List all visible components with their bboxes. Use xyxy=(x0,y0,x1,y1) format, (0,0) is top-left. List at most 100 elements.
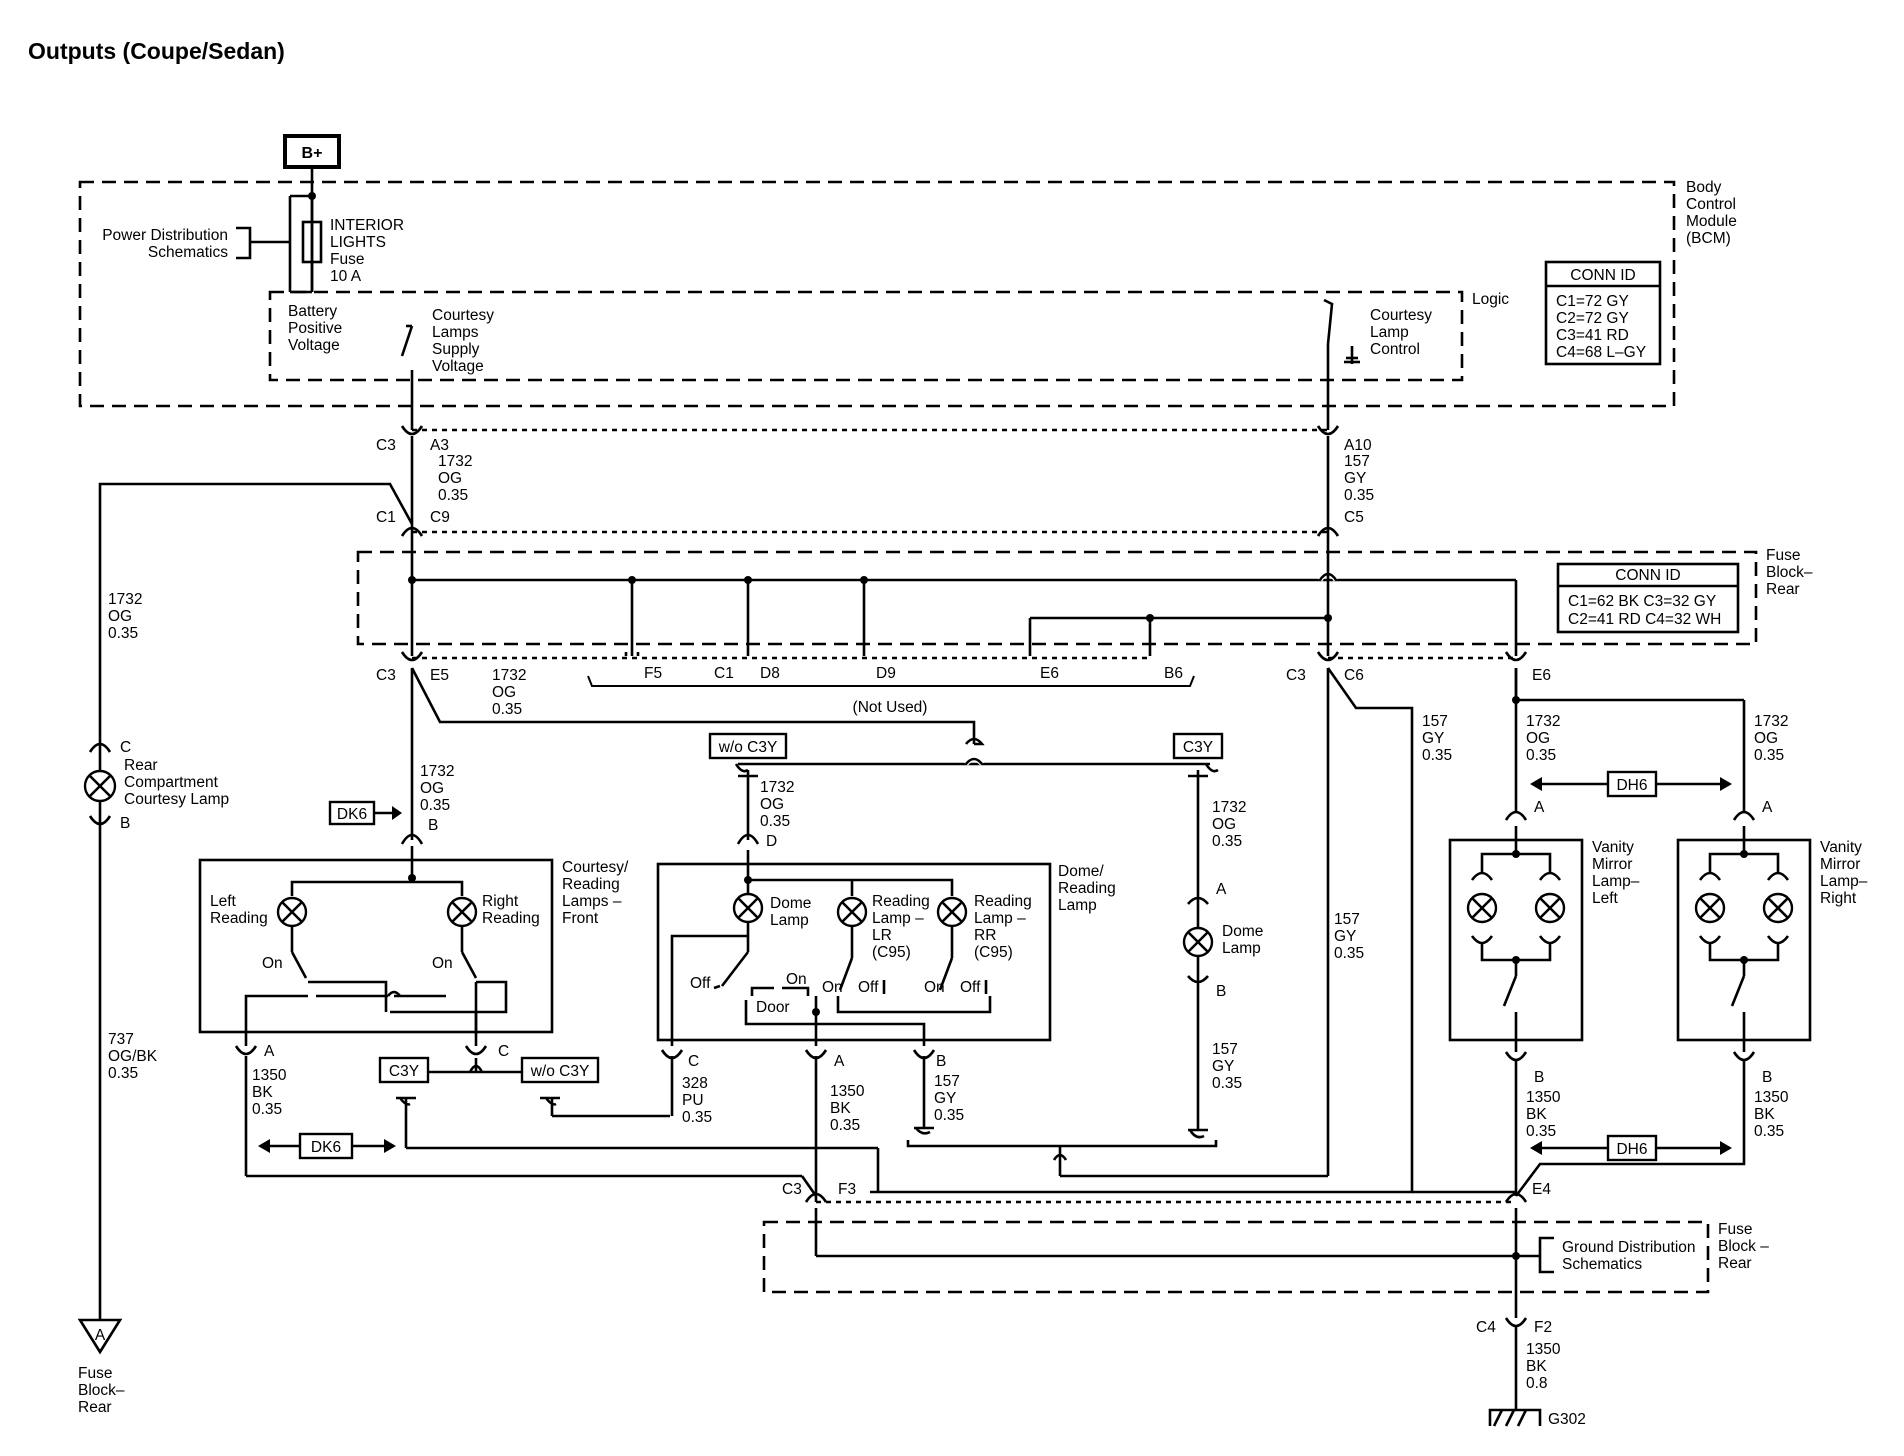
vanity-right-lamp-2 xyxy=(1762,892,1794,924)
c3y-ref-front: C3Y xyxy=(378,1056,430,1084)
svg-text:B+: B+ xyxy=(302,145,323,162)
logic-label: Logic xyxy=(1472,291,1509,308)
svg-text:DK6: DK6 xyxy=(311,1139,341,1156)
svg-text:C: C xyxy=(498,1043,509,1060)
svg-text:C1=62 BK C3=32 GY: C1=62 BK C3=32 GY xyxy=(1568,593,1716,610)
battery-positive-terminal: B+ xyxy=(283,134,341,169)
bcm-conn-id-table: CONN ID C1=72 GY C2=72 GY C3=41 RD C4=68… xyxy=(1544,260,1662,366)
svg-text:DK6: DK6 xyxy=(337,806,367,823)
svg-text:C3Y: C3Y xyxy=(1183,739,1213,756)
left-reading-lamp xyxy=(276,896,308,928)
svg-text:C3: C3 xyxy=(376,667,396,684)
svg-text:C1: C1 xyxy=(714,665,734,682)
svg-text:F2: F2 xyxy=(1534,1319,1552,1336)
svg-text:C: C xyxy=(120,739,131,756)
svg-text:E5: E5 xyxy=(430,667,449,684)
svg-text:B6: B6 xyxy=(1164,665,1183,682)
svg-text:(Not Used): (Not Used) xyxy=(853,699,928,716)
svg-text:CONN ID: CONN ID xyxy=(1570,267,1635,284)
courtesy-control-switch xyxy=(1323,298,1360,430)
svg-text:G302: G302 xyxy=(1548,1411,1586,1428)
svg-text:Door: Door xyxy=(756,999,790,1016)
svg-text:C3: C3 xyxy=(782,1181,802,1198)
svg-text:C3Y: C3Y xyxy=(389,1063,419,1080)
fuse-block-conn-id-table: CONN ID C1=62 BK C3=32 GY C2=41 RD C4=32… xyxy=(1556,562,1740,634)
wo-c3y-ref-front: w/o C3Y xyxy=(520,1056,600,1084)
svg-text:CONN ID: CONN ID xyxy=(1615,567,1680,584)
svg-text:On: On xyxy=(786,971,807,988)
svg-text:B: B xyxy=(428,817,438,834)
svg-text:F3: F3 xyxy=(838,1181,856,1198)
page-title: Outputs (Coupe/Sedan) xyxy=(28,38,285,64)
svg-text:A3: A3 xyxy=(430,437,449,454)
svg-text:E6: E6 xyxy=(1040,665,1059,682)
svg-text:C2=72 GY: C2=72 GY xyxy=(1556,310,1629,327)
dh6-ref-bottom: DH6 xyxy=(1530,1134,1732,1162)
svg-text:C: C xyxy=(688,1053,699,1070)
svg-text:F5: F5 xyxy=(644,665,662,682)
svg-text:A: A xyxy=(1216,881,1227,898)
svg-text:C3: C3 xyxy=(1286,667,1306,684)
right-reading-lamp xyxy=(446,896,478,928)
fuse-block-ground-reference: A xyxy=(77,1318,123,1355)
fuse-block-rear-ground-boundary xyxy=(762,1220,1710,1294)
svg-text:C4=68 L–GY: C4=68 L–GY xyxy=(1556,344,1646,361)
svg-text:C9: C9 xyxy=(430,509,450,526)
svg-text:B: B xyxy=(1762,1069,1772,1086)
svg-text:C1=72 GY: C1=72 GY xyxy=(1556,293,1629,310)
vanity-left-lamp-2 xyxy=(1534,892,1566,924)
svg-text:D8: D8 xyxy=(760,665,780,682)
courtesy-reading-lamps-front-box xyxy=(198,858,554,1034)
svg-text:A: A xyxy=(1534,799,1545,816)
dk6-ref-front: DK6 xyxy=(328,800,402,826)
svg-text:On: On xyxy=(432,955,453,972)
svg-text:C6: C6 xyxy=(1344,667,1364,684)
svg-text:B: B xyxy=(1534,1069,1544,1086)
svg-text:On: On xyxy=(262,955,283,972)
g302-ground-symbol xyxy=(1488,1408,1542,1427)
svg-text:A10: A10 xyxy=(1344,437,1372,454)
logic-boundary xyxy=(268,290,1464,382)
svg-text:C5: C5 xyxy=(1344,509,1364,526)
bcm-boundary xyxy=(78,180,1676,408)
fuse-block-rear-boundary xyxy=(356,550,1758,646)
svg-text:E4: E4 xyxy=(1532,1181,1551,1198)
svg-text:DH6: DH6 xyxy=(1616,777,1647,794)
svg-text:A: A xyxy=(95,1327,106,1344)
svg-text:B: B xyxy=(120,815,130,832)
svg-text:On: On xyxy=(822,979,843,996)
reading-lamp-rr xyxy=(936,896,968,928)
svg-text:C4: C4 xyxy=(1476,1319,1496,1336)
vanity-mirror-left-box xyxy=(1448,838,1584,1042)
rear-compartment-courtesy-lamp xyxy=(83,769,117,803)
vanity-right-lamp-1 xyxy=(1694,892,1726,924)
dome-reading-lamp-box xyxy=(656,862,1052,1042)
